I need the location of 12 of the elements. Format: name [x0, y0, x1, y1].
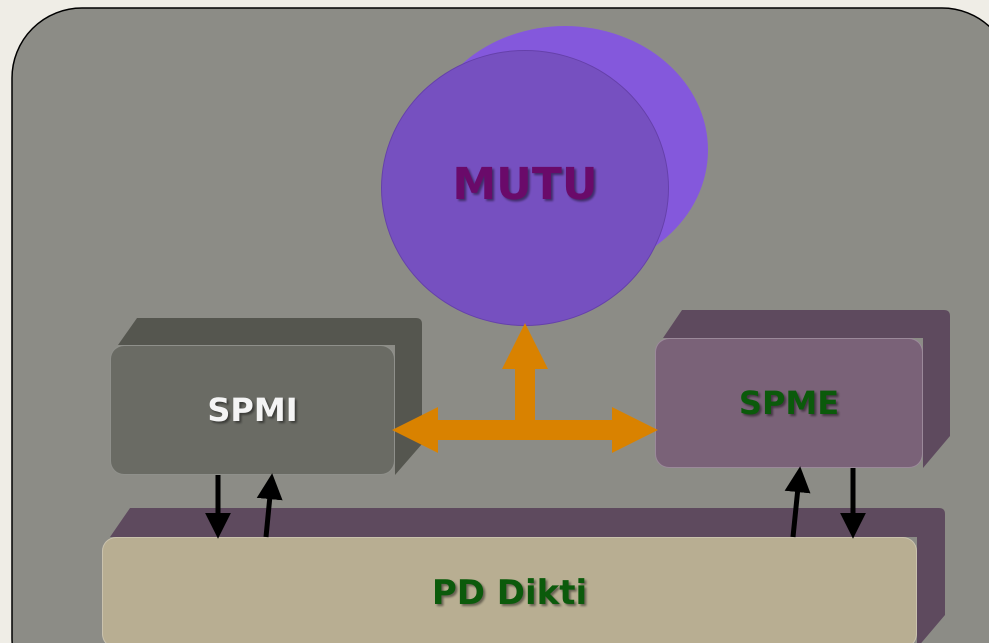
arrow [256, 473, 283, 538]
arrow [392, 407, 658, 453]
node-label: PD Dikti [432, 572, 588, 612]
process-box [110, 345, 395, 475]
base-box [102, 537, 917, 643]
node-label: MUTU [452, 158, 598, 210]
arrow [205, 475, 231, 539]
node-label: SPME [738, 384, 840, 422]
process-box [655, 338, 923, 468]
arrow [840, 468, 866, 539]
arrow [784, 466, 810, 538]
node-label: SPMI [207, 391, 298, 429]
